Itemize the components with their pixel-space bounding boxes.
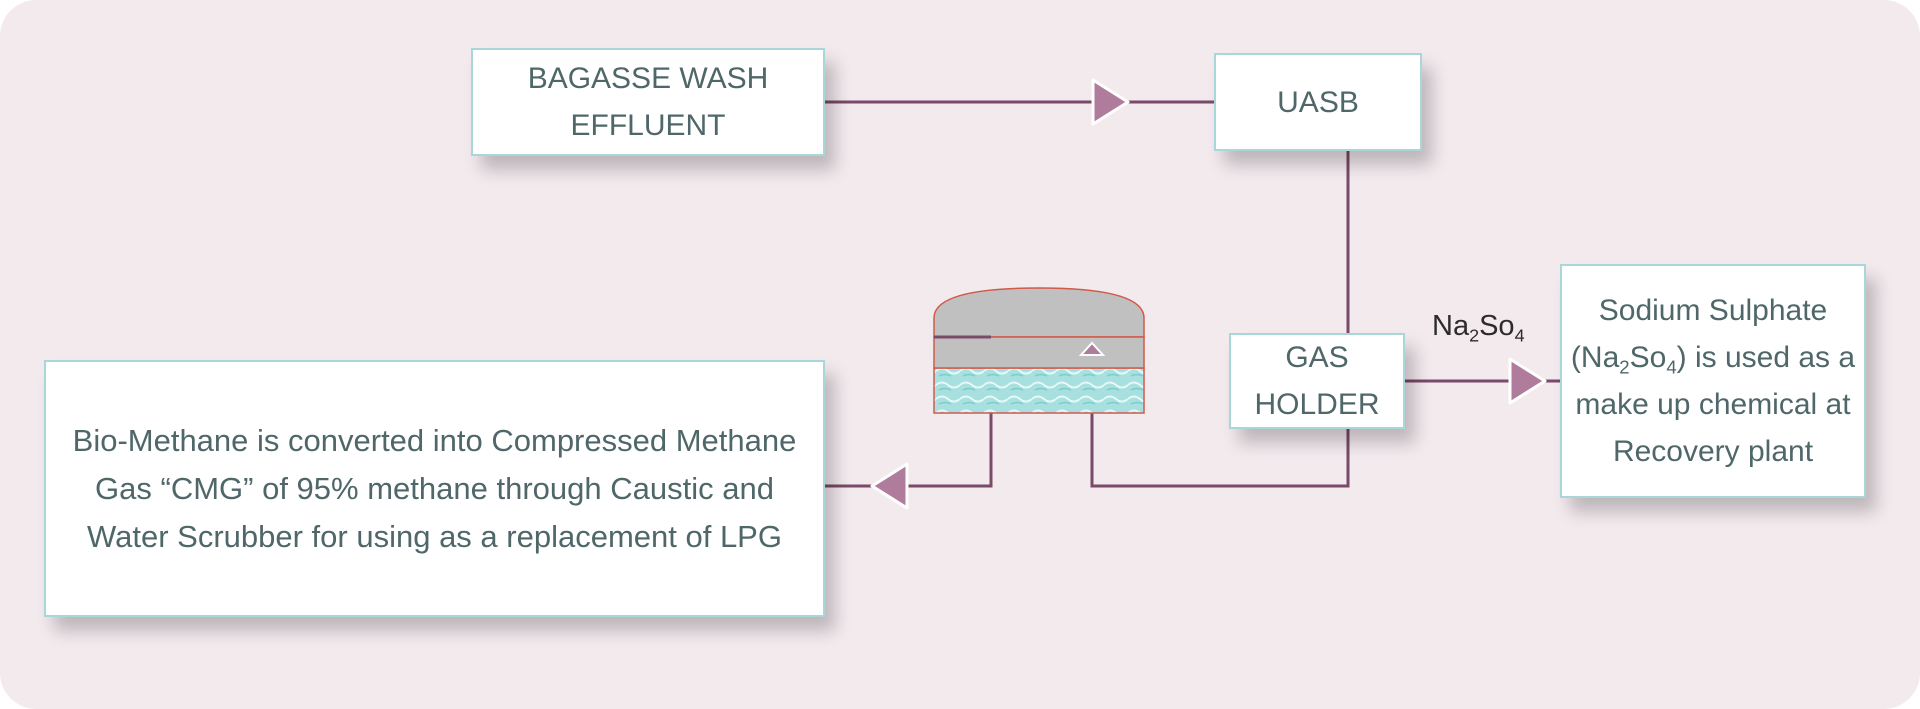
arrow-to-biomethane	[870, 462, 909, 510]
node-bagasse-line1: BAGASSE WASH	[527, 62, 769, 95]
node-gas-holder: GAS HOLDER	[1229, 333, 1405, 429]
node-bagasse-wash-effluent: BAGASSE WASH EFFLUENT	[471, 48, 825, 156]
node-biomethane-line1: Bio-Methane is converted into Compressed…	[72, 422, 797, 458]
node-uasb-label: UASB	[1277, 85, 1359, 119]
node-sodium-line3: make up chemical at	[1575, 388, 1851, 421]
node-uasb: UASB	[1214, 53, 1422, 151]
connector-gasholder-scrubber	[1090, 354, 1350, 488]
scrubber-tank-icon	[933, 287, 1145, 414]
node-sodium-sulphate: Sodium Sulphate (Na2So4) is used as a ma…	[1560, 264, 1866, 498]
node-bagasse-line2: EFFLUENT	[570, 109, 726, 142]
node-biomethane-line2: Gas “CMG” of 95% methane through Caustic…	[95, 470, 774, 506]
node-sodium-line2: (Na2So4) is used as a	[1570, 341, 1856, 378]
arrow-to-sodium	[1508, 357, 1547, 405]
node-biomethane-line3: Water Scrubber for using as a replacemen…	[87, 518, 782, 554]
node-gas-holder-line2: HOLDER	[1254, 388, 1380, 421]
node-sodium-line4: Recovery plant	[1612, 435, 1814, 468]
node-sodium-line1: Sodium Sulphate	[1598, 294, 1828, 327]
node-gas-holder-line1: GAS	[1285, 341, 1349, 374]
arrow-to-uasb	[1091, 78, 1130, 126]
node-bio-methane: Bio-Methane is converted into Compressed…	[44, 360, 825, 617]
edge-label-na2so4: Na2So4	[1432, 310, 1525, 346]
